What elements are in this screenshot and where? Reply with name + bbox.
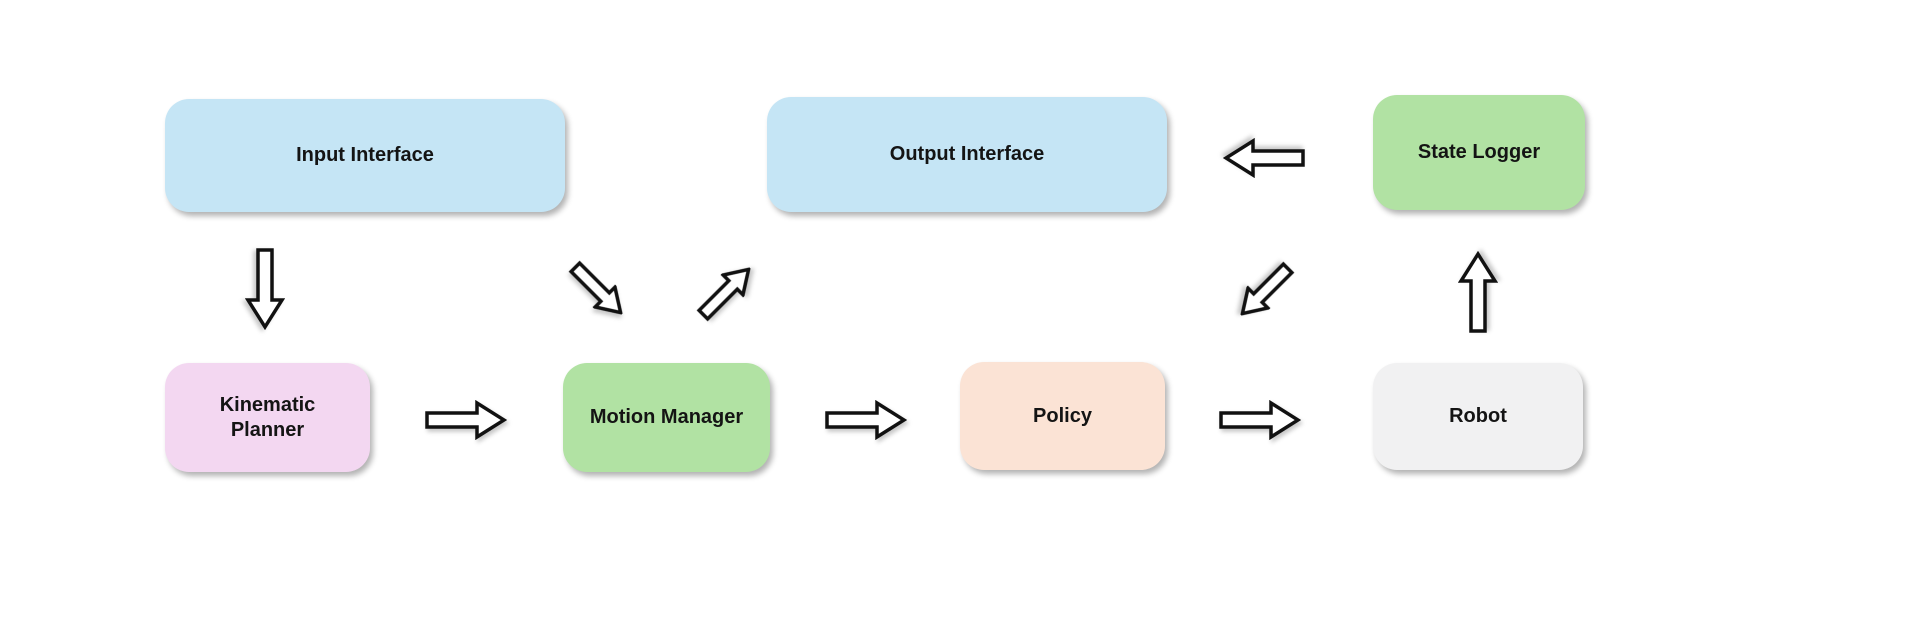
node-input-interface: Input Interface (165, 99, 565, 212)
node-motion-manager: Motion Manager (563, 363, 770, 472)
arrow-down-icon (245, 248, 285, 330)
node-input-interface-label: Input Interface (296, 144, 434, 166)
arrow-left-icon (1223, 138, 1305, 178)
node-output-interface-label: Output Interface (889, 143, 1045, 165)
node-motion-manager-label: Motion Manager (589, 406, 744, 428)
arrow-up-icon (1458, 251, 1498, 333)
node-state-logger-label: State Logger (1417, 141, 1541, 163)
node-policy-label: Policy (1033, 404, 1092, 427)
node-policy: Policy (960, 362, 1165, 470)
node-robot: Robot (1373, 363, 1583, 470)
arrow-right-icon (825, 400, 907, 440)
arrow-down-left-icon (1230, 256, 1301, 327)
node-output-interface: Output Interface (767, 97, 1167, 212)
node-kinematic-planner-label: Kinematic Planner (219, 393, 316, 441)
node-kinematic-planner: Kinematic Planner (165, 363, 370, 472)
node-state-logger: State Logger (1373, 95, 1585, 210)
node-robot-label: Robot (1449, 405, 1507, 427)
arrow-right-icon (425, 400, 507, 440)
arrow-up-right-icon (691, 257, 762, 328)
arrow-right-icon (1219, 400, 1301, 440)
arrow-down-right-icon (563, 255, 634, 326)
